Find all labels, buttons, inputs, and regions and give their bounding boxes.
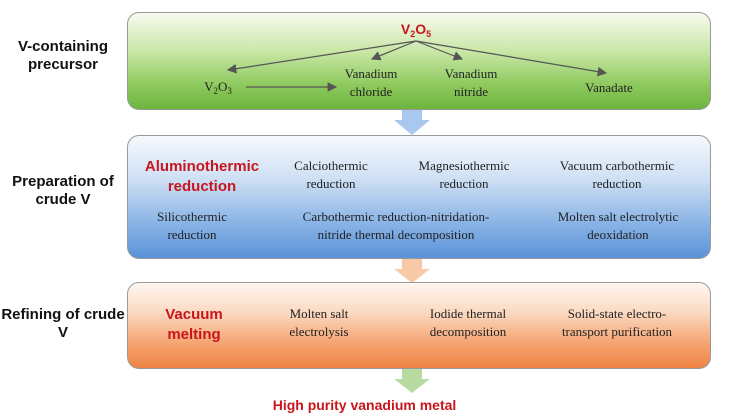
product-vanadate: Vanadate (585, 80, 633, 95)
method-electro-transport: Solid-state electro-transport purificati… (561, 306, 673, 339)
stage-label-refining: Refining of crude V (1, 306, 125, 341)
stage-label-preparation: Preparation of crude V (12, 173, 114, 208)
product-v2o3: V2O3 (204, 79, 232, 96)
precursor-arrows (226, 40, 608, 92)
stage-label-precursor: V-containing precursor (18, 38, 108, 73)
output-label: High purity vanadium metal (272, 397, 457, 413)
flow-arrow-3 (394, 369, 430, 393)
flow-arrow-2 (394, 259, 430, 283)
v2o5-source: V2O5 (400, 21, 432, 39)
method-carbothermic-nitridation: Carbothermic reduction-nitridation-nitri… (302, 209, 490, 242)
flow-arrow-1 (394, 110, 430, 135)
